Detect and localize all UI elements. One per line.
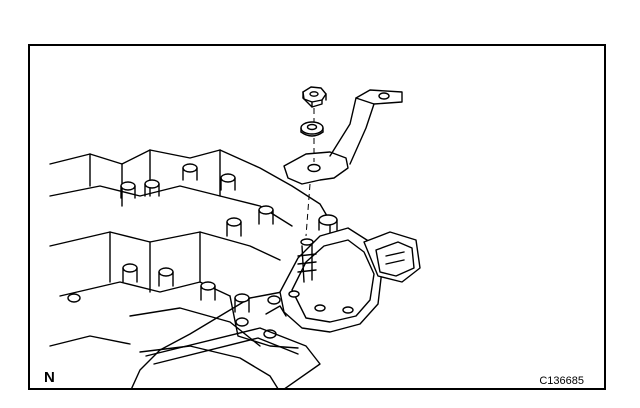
diagram-illustration xyxy=(49,86,421,388)
lock-washer-icon xyxy=(300,121,324,137)
figure-code: C136685 xyxy=(539,375,584,387)
alignment-centerline xyxy=(305,108,315,237)
transaxle-case-icon xyxy=(49,149,331,388)
hex-nut-icon xyxy=(302,86,327,108)
bracket-icon xyxy=(283,89,403,185)
bolt-boss-group xyxy=(67,163,277,339)
view-letter: N xyxy=(44,369,55,386)
neutral-start-switch-icon xyxy=(265,214,421,333)
diagram-frame: N C136685 xyxy=(28,44,606,390)
